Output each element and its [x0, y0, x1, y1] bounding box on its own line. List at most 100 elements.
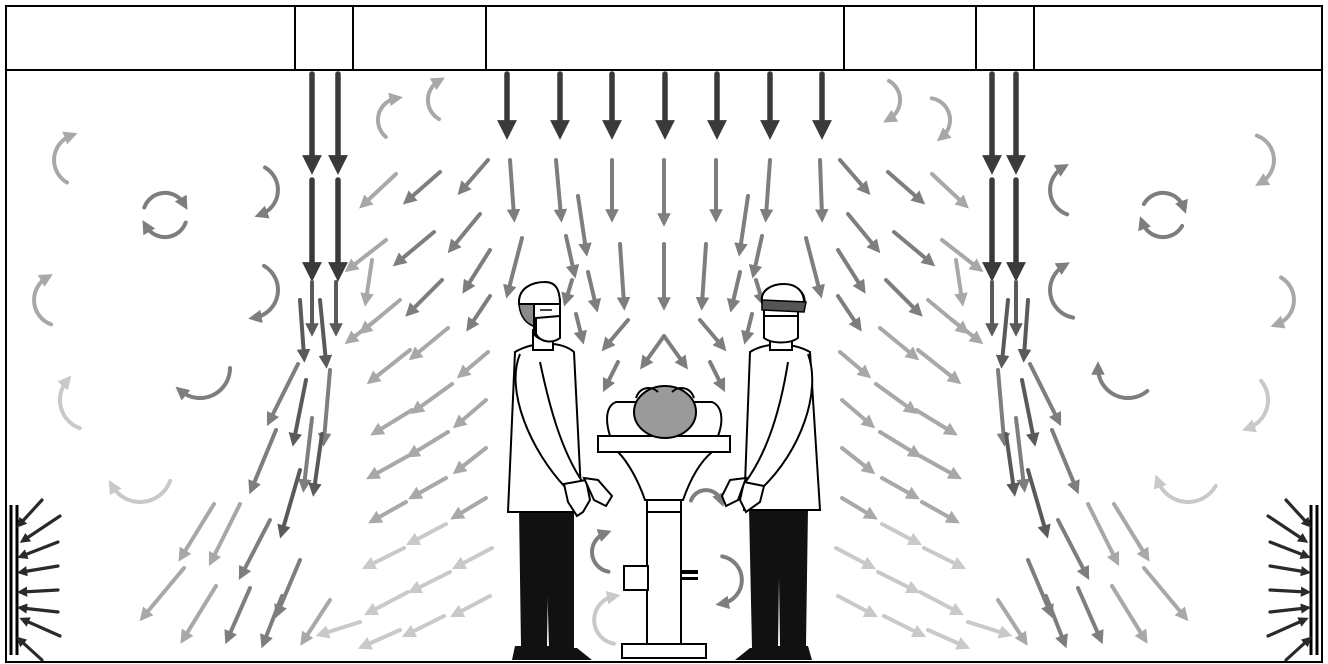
airflow-arrow-33: [561, 278, 575, 307]
airflow-arrow-15: [506, 158, 521, 223]
airflow-arrow-100: [836, 248, 866, 294]
table-pedestal: [615, 451, 715, 501]
airflow-arrow-104: [836, 294, 862, 332]
airflow-arrow-187: [1268, 603, 1312, 614]
airflow-arrow-112: [878, 430, 922, 458]
surgeon-right-hand-far: [720, 476, 748, 508]
airflow-arrow-86: [248, 428, 278, 495]
airflow-arrow-162: [1138, 216, 1185, 240]
surgeon-left-mask: [535, 314, 561, 343]
airflow-arrow-52: [360, 258, 374, 307]
airflow-arrow-119: [922, 546, 967, 570]
airflow-arrow-59: [370, 408, 414, 436]
airflow-arrow-128: [1026, 558, 1054, 619]
airflow-arrow-70: [407, 570, 452, 594]
airflow-arrow-55: [366, 348, 412, 385]
airflow-arrow-181: [16, 498, 44, 528]
airflow-arrow-170: [883, 78, 903, 123]
airflow-arrow-184: [1268, 540, 1311, 559]
airflow-arrow-49: [462, 248, 492, 294]
airflow-arrow-95: [886, 170, 926, 205]
airflow-arrow-176: [17, 540, 60, 559]
airflow-arrow-121: [876, 570, 921, 594]
airflow-arrow-80: [178, 502, 216, 562]
airflow-arrow-132: [1142, 566, 1189, 622]
airflow-arrow-88: [317, 368, 332, 447]
surgeon-icon-left: [506, 280, 614, 660]
airflow-arrow-42: [741, 312, 755, 345]
airflow-arrow-68: [361, 546, 406, 570]
airflow-arrow-174: [592, 590, 621, 646]
airflow-arrow-24: [576, 194, 592, 257]
airflow-arrow-166: [1091, 361, 1150, 400]
airflow-arrow-126: [966, 620, 1013, 639]
airflow-arrow-47: [392, 230, 436, 267]
surgeon-right-cap: [760, 282, 806, 303]
airflow-arrow-183: [1266, 514, 1309, 543]
airflow-arrow-54: [408, 326, 450, 361]
airflow-arrow-103: [954, 258, 968, 307]
airflow-arrow-108: [838, 350, 872, 379]
table-control-box: [623, 565, 649, 591]
surgeon-right-shoe: [735, 648, 783, 660]
airflow-arrow-106: [916, 348, 962, 385]
airflow-arrow-43: [457, 158, 490, 196]
airflow-arrow-155: [175, 366, 232, 401]
surgeon-right-leg-front: [749, 508, 780, 648]
airflow-arrow-167: [1241, 378, 1271, 433]
operating-table-icon: [597, 385, 731, 659]
surgeon-right-visor: [761, 299, 807, 313]
table-control-handle: [682, 570, 698, 574]
ceiling-supply-diffuser-left: [294, 5, 354, 71]
airflow-arrow-165: [1048, 262, 1076, 320]
airflow-arrow-107: [950, 318, 984, 345]
surgeon-left-hand-far: [582, 476, 614, 508]
airflow-arrow-90: [318, 298, 333, 369]
airflow-arrow-113: [918, 454, 962, 480]
airflow-arrow-168: [1153, 474, 1218, 504]
patient-head: [633, 385, 697, 439]
airflow-arrow-35: [601, 318, 630, 352]
surgeon-left-leg-back: [519, 508, 549, 646]
airflow-arrow-110: [914, 408, 958, 436]
airflow-arrow-98: [892, 230, 936, 267]
room: [5, 5, 1323, 663]
airflow-arrow-97: [846, 212, 881, 254]
airflow-arrow-93: [277, 468, 302, 539]
airflow-arrow-82: [180, 584, 218, 644]
surgeon-left-shoe: [512, 646, 552, 660]
airflow-arrow-189: [1284, 498, 1312, 528]
airflow-arrow-91: [288, 378, 308, 447]
table-base: [621, 643, 707, 659]
airflow-arrow-114: [840, 446, 876, 475]
airflow-arrow-69: [451, 546, 494, 570]
surgeon-icon-right: [720, 282, 822, 660]
airflow-arrow-22: [503, 236, 524, 299]
airflow-arrow-115: [880, 476, 920, 500]
airflow-arrow-36: [698, 318, 727, 352]
airflow-arrow-154: [248, 263, 280, 324]
airflow-arrow-99: [940, 238, 984, 273]
airflow-arrow-75: [315, 620, 362, 639]
airflow-arrow-45: [359, 172, 398, 209]
airflow-arrow-127: [996, 598, 1028, 646]
airflow-arrow-84: [260, 594, 284, 649]
airflow-arrow-135: [1044, 594, 1068, 649]
airflow-arrow-130: [1086, 502, 1120, 567]
airflow-arrow-20: [759, 158, 774, 223]
airflow-arrow-71: [363, 590, 410, 616]
airflow-arrow-109: [874, 382, 918, 414]
airflow-arrow-133: [1110, 584, 1148, 644]
airflow-arrow-57: [456, 350, 490, 379]
airflow-arrow-141: [995, 298, 1010, 369]
airflow-arrow-60: [452, 398, 488, 429]
airflow-arrow-64: [408, 476, 448, 500]
airflow-arrow-122: [918, 590, 965, 616]
airflow-arrow-171: [689, 488, 725, 507]
airflow-arrow-29: [748, 234, 764, 279]
airflow-arrow-63: [452, 446, 488, 475]
airflow-arrow-190: [1284, 636, 1312, 662]
airflow-arrow-94: [838, 158, 871, 196]
airflow-arrow-177: [16, 564, 60, 577]
airflow-arrow-152: [254, 165, 280, 219]
